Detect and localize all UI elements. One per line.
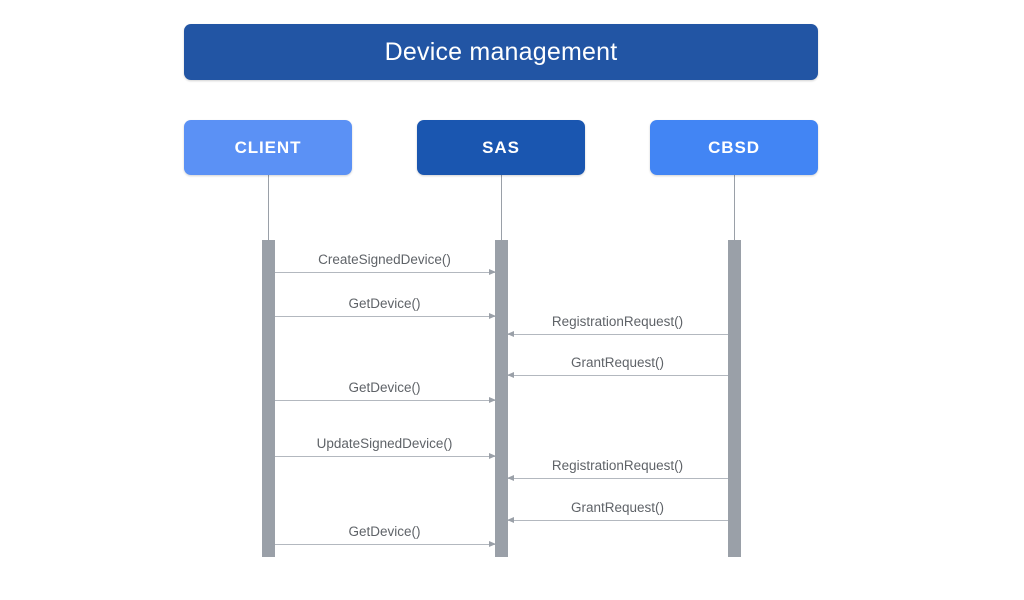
- page-title: Device management: [384, 37, 618, 66]
- arrowhead-right-icon: [488, 396, 496, 403]
- message-label: GetDevice(): [348, 380, 421, 395]
- message-1-right: CreateSignedDevice(): [274, 252, 496, 275]
- participant-label: CBSD: [708, 137, 760, 157]
- message-3-left: RegistrationRequest(): [506, 314, 728, 337]
- participant-label: SAS: [482, 137, 520, 157]
- participant-label: CLIENT: [234, 137, 302, 157]
- message-6-right: UpdateSignedDevice(): [274, 436, 496, 459]
- message-label: UpdateSignedDevice(): [316, 436, 453, 451]
- lifeline-cbsd: [734, 175, 735, 240]
- message-label: GetDevice(): [348, 296, 421, 311]
- message-5-right: GetDevice(): [274, 380, 496, 403]
- message-label: RegistrationRequest(): [551, 314, 684, 329]
- activation-bar-client: [261, 240, 275, 557]
- arrowhead-right-icon: [488, 268, 496, 275]
- lifeline-sas: [501, 175, 502, 240]
- message-7-left: RegistrationRequest(): [506, 458, 728, 481]
- message-label: GrantRequest(): [570, 355, 665, 370]
- message-2-right: GetDevice(): [274, 296, 496, 319]
- message-8-left: GrantRequest(): [506, 500, 728, 523]
- participant-sas[interactable]: SAS: [417, 120, 585, 175]
- arrowhead-right-icon: [488, 312, 496, 319]
- activation-bar-cbsd: [727, 240, 741, 557]
- lifeline-client: [268, 175, 269, 240]
- message-label: GetDevice(): [348, 524, 421, 539]
- message-9-right: GetDevice(): [274, 524, 496, 547]
- arrowhead-right-icon: [488, 540, 496, 547]
- message-label: CreateSignedDevice(): [318, 252, 451, 267]
- diagram-title-banner: Device management: [184, 24, 818, 80]
- arrowhead-right-icon: [488, 452, 496, 459]
- message-label: GrantRequest(): [570, 500, 665, 515]
- arrowhead-left-icon: [506, 474, 514, 481]
- message-4-left: GrantRequest(): [506, 355, 728, 378]
- message-label: RegistrationRequest(): [551, 458, 684, 473]
- participant-cbsd[interactable]: CBSD: [650, 120, 818, 175]
- arrowhead-left-icon: [506, 330, 514, 337]
- arrowhead-left-icon: [506, 371, 514, 378]
- arrowhead-left-icon: [506, 516, 514, 523]
- participant-client[interactable]: CLIENT: [184, 120, 352, 175]
- activation-bar-sas: [494, 240, 508, 557]
